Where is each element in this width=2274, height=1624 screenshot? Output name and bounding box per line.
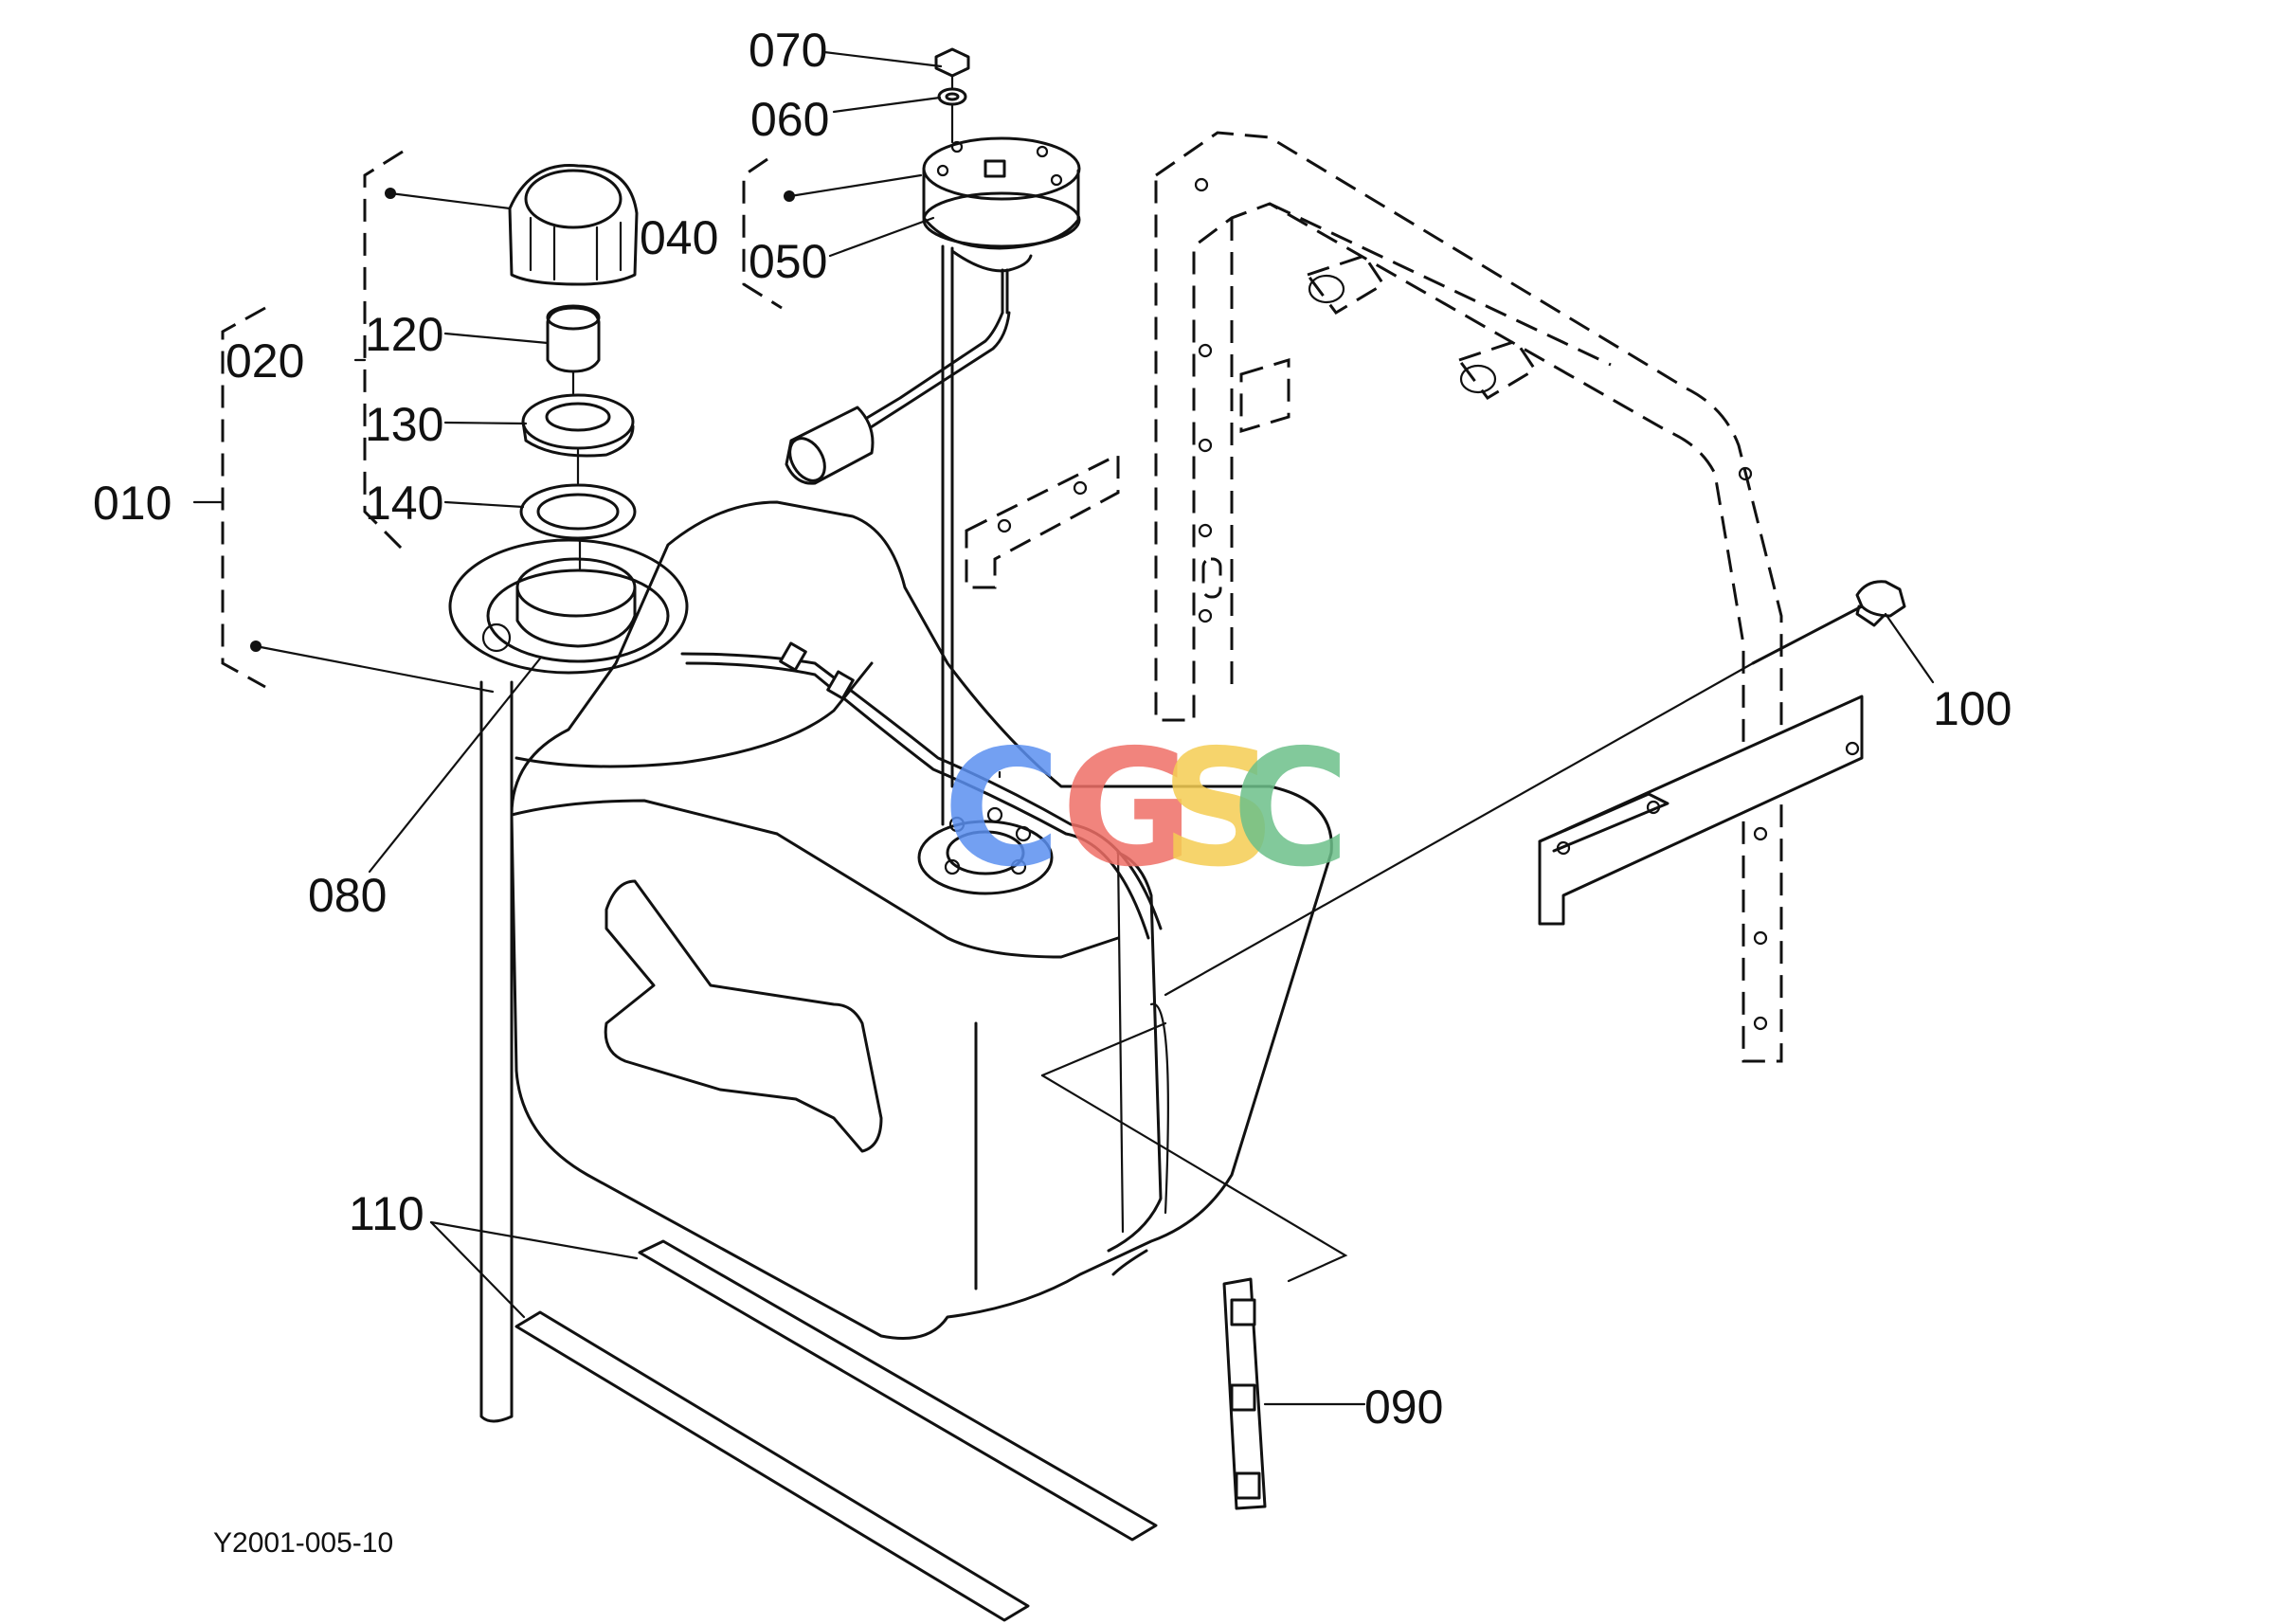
callout-labels: 070 060 040 050 020 120 130 140 010 080 … <box>93 24 2012 1559</box>
fuel-tank <box>448 500 1333 1340</box>
callout-130: 130 <box>365 398 443 451</box>
fuel-cap-assembly <box>221 150 639 689</box>
callout-110: 110 <box>349 1187 424 1240</box>
callout-100: 100 <box>1933 682 2012 735</box>
callout-040: 040 <box>640 211 718 264</box>
watermark-letter-4: C <box>1232 715 1350 903</box>
leader-lines <box>192 50 1935 1406</box>
callout-080: 080 <box>308 869 387 922</box>
watermark-letter-2: G <box>1061 715 1194 903</box>
callout-020: 020 <box>226 334 304 388</box>
vertical-rod <box>479 680 514 1423</box>
drawing-code: Y2001-005-10 <box>213 1527 393 1559</box>
callout-140: 140 <box>365 477 443 530</box>
watermark-letter-3: S <box>1161 715 1276 903</box>
callout-120: 120 <box>365 308 443 361</box>
callout-070: 070 <box>749 24 827 77</box>
leader-dot <box>250 641 262 652</box>
fuel-gauge-unit <box>742 47 1081 826</box>
bolt-100 <box>1751 580 1906 665</box>
leader-dot <box>385 188 396 199</box>
leader-dot <box>784 190 795 202</box>
left-frame-bracket <box>965 357 1290 589</box>
assembly-lines <box>998 661 1755 1283</box>
callout-090: 090 <box>1364 1380 1443 1434</box>
callout-050: 050 <box>749 235 827 288</box>
strap-090 <box>1222 1277 1267 1510</box>
watermark: C G S C <box>943 715 1350 903</box>
callout-010: 010 <box>93 477 171 530</box>
rubber-strips <box>514 1239 1158 1622</box>
callout-060: 060 <box>750 93 829 146</box>
mounting-frame <box>1154 131 1783 1063</box>
right-bracket <box>1538 695 1864 926</box>
watermark-letter-1: C <box>943 715 1061 903</box>
